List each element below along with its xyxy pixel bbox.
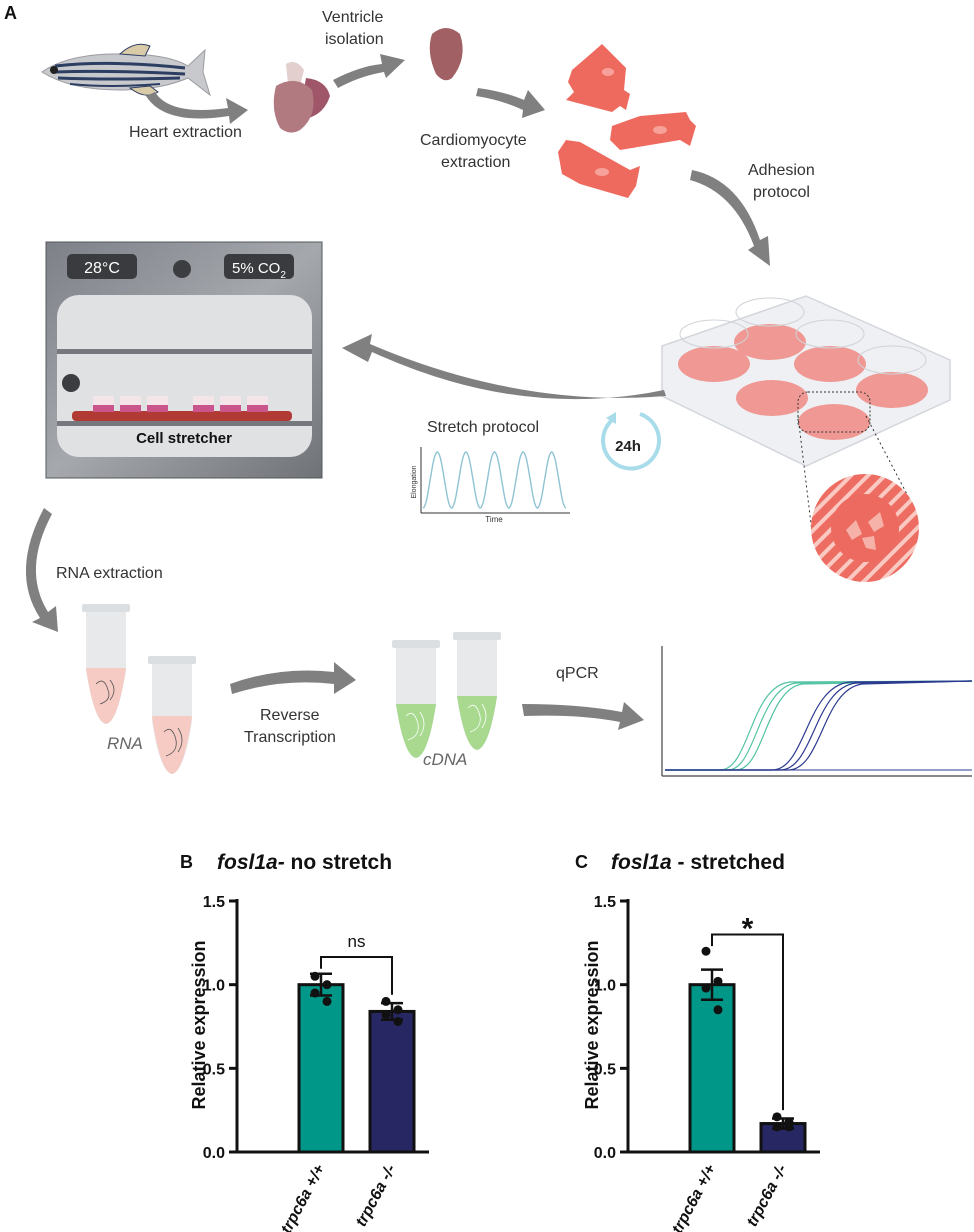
wave-xlabel: Time	[485, 515, 503, 524]
wave-ylabel: Elongation	[411, 465, 418, 498]
rna-tubes-icon	[82, 604, 196, 774]
data-point	[772, 1112, 782, 1122]
significance-bracket	[711, 933, 784, 1111]
qpcr-plot	[661, 646, 973, 777]
arrow-rna-extraction	[25, 508, 58, 632]
category-label: trpc6a -/-	[353, 1162, 400, 1230]
chart-b-ylabel: Relative expression	[189, 940, 209, 1109]
category-label: trpc6a +/+	[278, 1162, 329, 1232]
chart-b-title: fosl1a- no stretch	[217, 851, 392, 874]
step-adhesion-line1: Adhesion	[748, 162, 815, 179]
data-point	[713, 976, 723, 986]
chart-c-ylabel: Relative expression	[582, 940, 602, 1109]
panel-label-b: B	[180, 852, 193, 872]
data-point	[322, 980, 332, 990]
cdna-tubes-icon	[392, 632, 501, 758]
significance-label: *	[742, 912, 754, 945]
y-tick-label: 0.5	[203, 1061, 225, 1078]
data-point	[701, 983, 711, 993]
duration-label: 24h	[615, 438, 641, 455]
arrow-reverse-transcription	[230, 662, 356, 694]
arrow-adhesion	[690, 170, 770, 266]
cell-stretcher-label: Cell stretcher	[136, 430, 232, 447]
step-adhesion-line2: protocol	[753, 184, 810, 201]
rna-label: RNA	[107, 734, 143, 753]
data-point	[701, 946, 711, 956]
y-tick-label: 0.0	[594, 1145, 616, 1162]
panel-label-a: A	[4, 3, 17, 23]
stretch-wave-plot: Elongation Time	[411, 447, 570, 524]
bar-mutant	[368, 1009, 416, 1154]
heart-icon	[273, 62, 330, 133]
data-point	[322, 996, 332, 1006]
cdna-label: cDNA	[423, 750, 467, 769]
data-point	[381, 996, 391, 1006]
arrow-qpcr	[522, 702, 644, 730]
incubator-co2: 5% CO2	[232, 260, 286, 281]
magnified-well-icon	[811, 474, 919, 582]
arrow-heart-extraction	[146, 92, 248, 124]
y-tick-label: 1.0	[594, 978, 616, 995]
data-point	[784, 1122, 794, 1132]
data-point	[393, 1005, 403, 1015]
incubator-temperature: 28°C	[84, 260, 120, 277]
arrow-stretch	[342, 334, 666, 400]
step-rt-line1: Reverse	[260, 707, 320, 724]
step-ventricle-line2: isolation	[325, 31, 384, 48]
incubator: 28°C 5% CO2 Cell stretcher	[45, 241, 323, 479]
significance-label: ns	[348, 932, 366, 951]
step-cardio-line1: Cardiomyocyte	[420, 132, 527, 149]
step-qpcr: qPCR	[556, 665, 599, 682]
data-point	[393, 1016, 403, 1026]
y-tick-label: 0.5	[594, 1061, 616, 1078]
panel-label-c: C	[575, 852, 588, 872]
chart-c-title: fosl1a - stretched	[611, 851, 785, 874]
data-point	[772, 1122, 782, 1132]
significance-bracket	[320, 956, 393, 995]
y-tick-label: 1.0	[203, 978, 225, 995]
data-point	[381, 1010, 391, 1020]
step-rt-line2: Transcription	[244, 729, 336, 746]
step-cardio-line2: extraction	[441, 154, 510, 171]
arrow-cardiomyocyte-extraction	[476, 88, 545, 118]
chart-c: C fosl1a - stretched Relative expression…	[575, 851, 820, 1232]
step-rna-extraction: RNA extraction	[56, 565, 163, 582]
bar-wildtype	[688, 983, 736, 1154]
category-label: trpc6a -/-	[744, 1162, 791, 1230]
step-ventricle-line1: Ventricle	[322, 9, 383, 26]
ventricle-icon	[429, 28, 463, 81]
step-heart-extraction: Heart extraction	[129, 124, 242, 141]
well-plate-icon	[661, 295, 951, 533]
cardiomyocyte-icon	[558, 44, 696, 198]
y-tick-label: 0.0	[203, 1145, 225, 1162]
data-point	[310, 971, 320, 981]
chart-b: B fosl1a- no stretch Relative expression…	[180, 851, 429, 1232]
stretcher-wells	[93, 396, 268, 412]
data-point	[310, 988, 320, 998]
category-label: trpc6a +/+	[669, 1162, 720, 1232]
zebrafish-icon	[41, 43, 211, 97]
y-tick-label: 1.5	[203, 894, 225, 911]
y-tick-label: 1.5	[594, 894, 616, 911]
duration-timer-icon	[601, 412, 662, 471]
arrow-ventricle-isolation	[333, 54, 405, 88]
bar-wildtype	[297, 983, 345, 1154]
data-point	[713, 1005, 723, 1015]
step-stretch-protocol: Stretch protocol	[427, 419, 539, 436]
